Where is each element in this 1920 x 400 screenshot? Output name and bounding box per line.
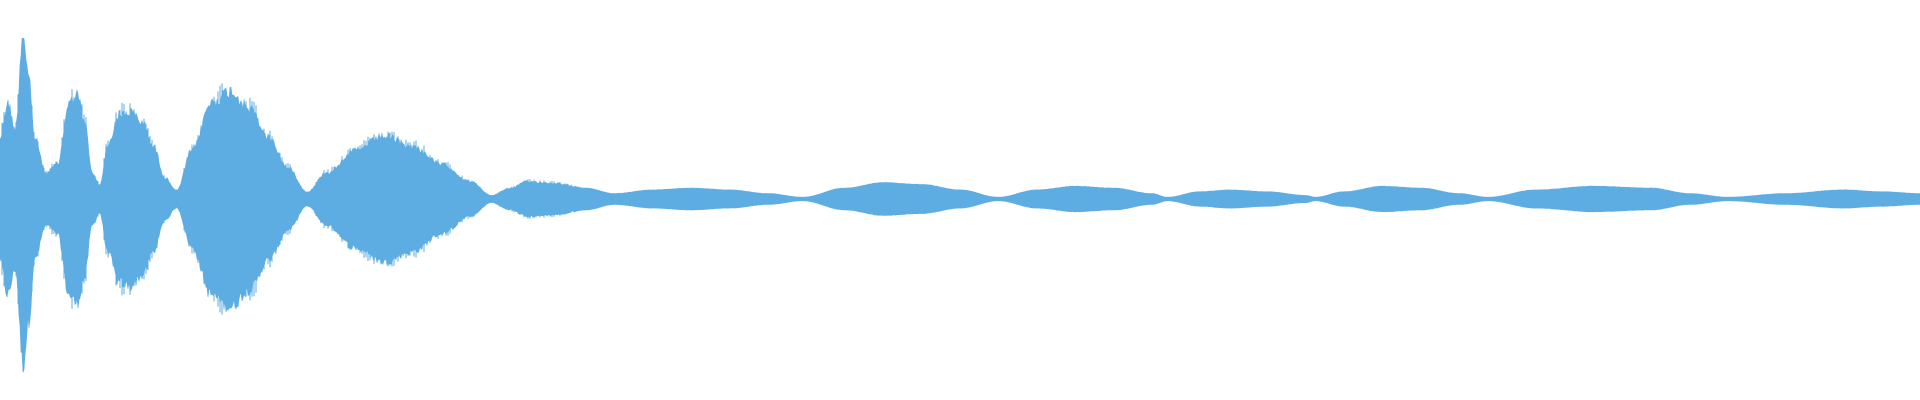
waveform-fill: [0, 37, 1920, 373]
waveform-texture: [1, 83, 561, 315]
